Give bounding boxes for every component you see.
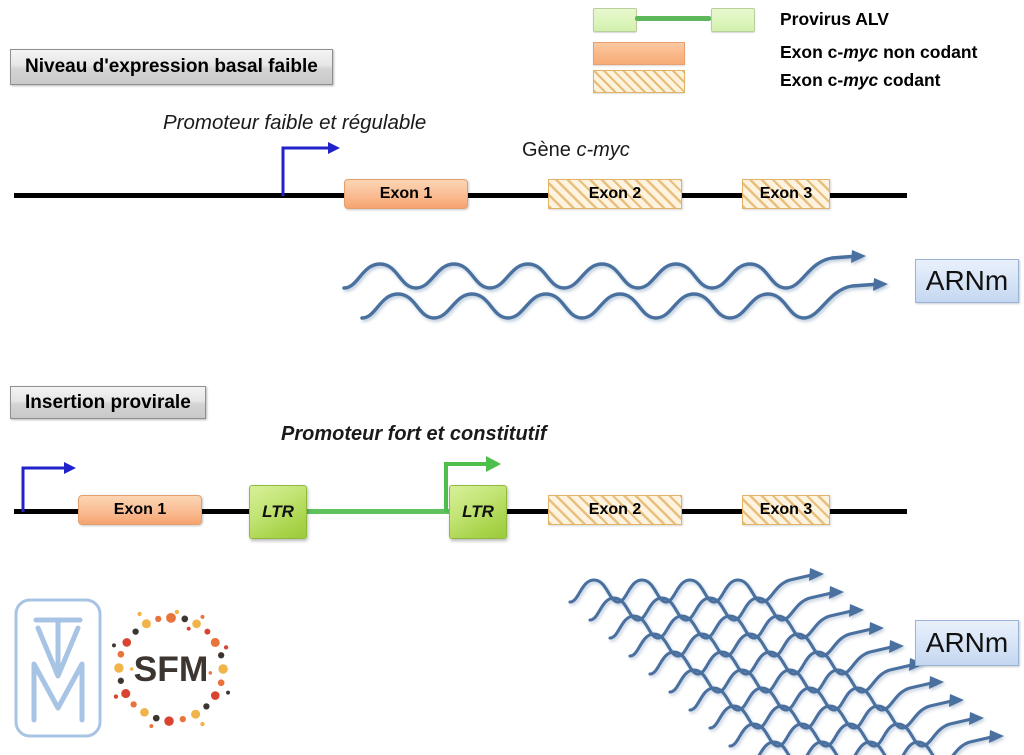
panel2-weak-promoter-arrow-icon [21,462,76,512]
panel1-arnm-box: ARNm [915,259,1019,303]
panel2-mrna-squiggles [568,566,1006,755]
panel2-track-mid [678,509,744,514]
panel1-track-mid2 [678,193,744,198]
panel2-exon-1: Exon 1 [78,495,202,525]
panel2-track-start [14,509,78,514]
panel1-mrna-squiggles [342,250,888,320]
legend: Provirus ALV Exon c-myc non codant Exon … [585,4,1024,93]
panel2-promoter-label: Promoteur fort et constitutif [281,423,547,445]
legend-label-exon-coding: Exon c-myc codant [780,70,941,90]
panel2-track-ltr-to-exon2 [504,509,548,514]
coding-swatch [593,70,685,93]
provirus-swatch-right-box [711,8,755,32]
panel2-exon-2: Exon 2 [548,495,682,525]
panel1-header-chip: Niveau d'expression basal faible [10,49,333,85]
noncoding-swatch [593,42,685,65]
panel2-ltr-left: LTR [249,485,307,539]
panel2-exon-3: Exon 3 [742,495,830,525]
provirus-swatch-line [635,16,711,21]
legend-label-exon-noncoding: Exon c-myc non codant [780,42,978,62]
provirus-swatch-left-box [593,8,637,32]
sfm-confetti-ring [112,609,230,728]
panel1-exon-1: Exon 1 [344,179,468,209]
panel2-ltr-right: LTR [449,485,507,539]
panel1-track-left [14,193,344,198]
panel2-track-exon1-to-ltr [200,509,250,514]
panel1-exon-2: Exon 2 [548,179,682,209]
panel2-header-chip: Insertion provirale [10,386,206,419]
panel2-track-end [827,509,907,514]
panel2-provirus-body [304,509,450,514]
panel1-gene-label: Gène c-myc [522,139,630,161]
panel2-arnm-box: ARNm [915,620,1019,666]
panel1-track-right [827,193,907,198]
legend-label-provirus-alv: Provirus ALV [780,9,889,29]
panel1-weak-promoter-arrow-icon [281,142,340,196]
panel1-track-mid1 [466,193,550,198]
panel1-promoter-label: Promoteur faible et régulable [163,111,427,134]
panel2-strong-promoter-arrow-icon [444,456,501,512]
sfm-logo: SFM [112,609,230,728]
sfm-logo-text: SFM [134,649,209,689]
panel1-exon-3: Exon 3 [742,179,830,209]
tvm-logo [14,598,102,738]
